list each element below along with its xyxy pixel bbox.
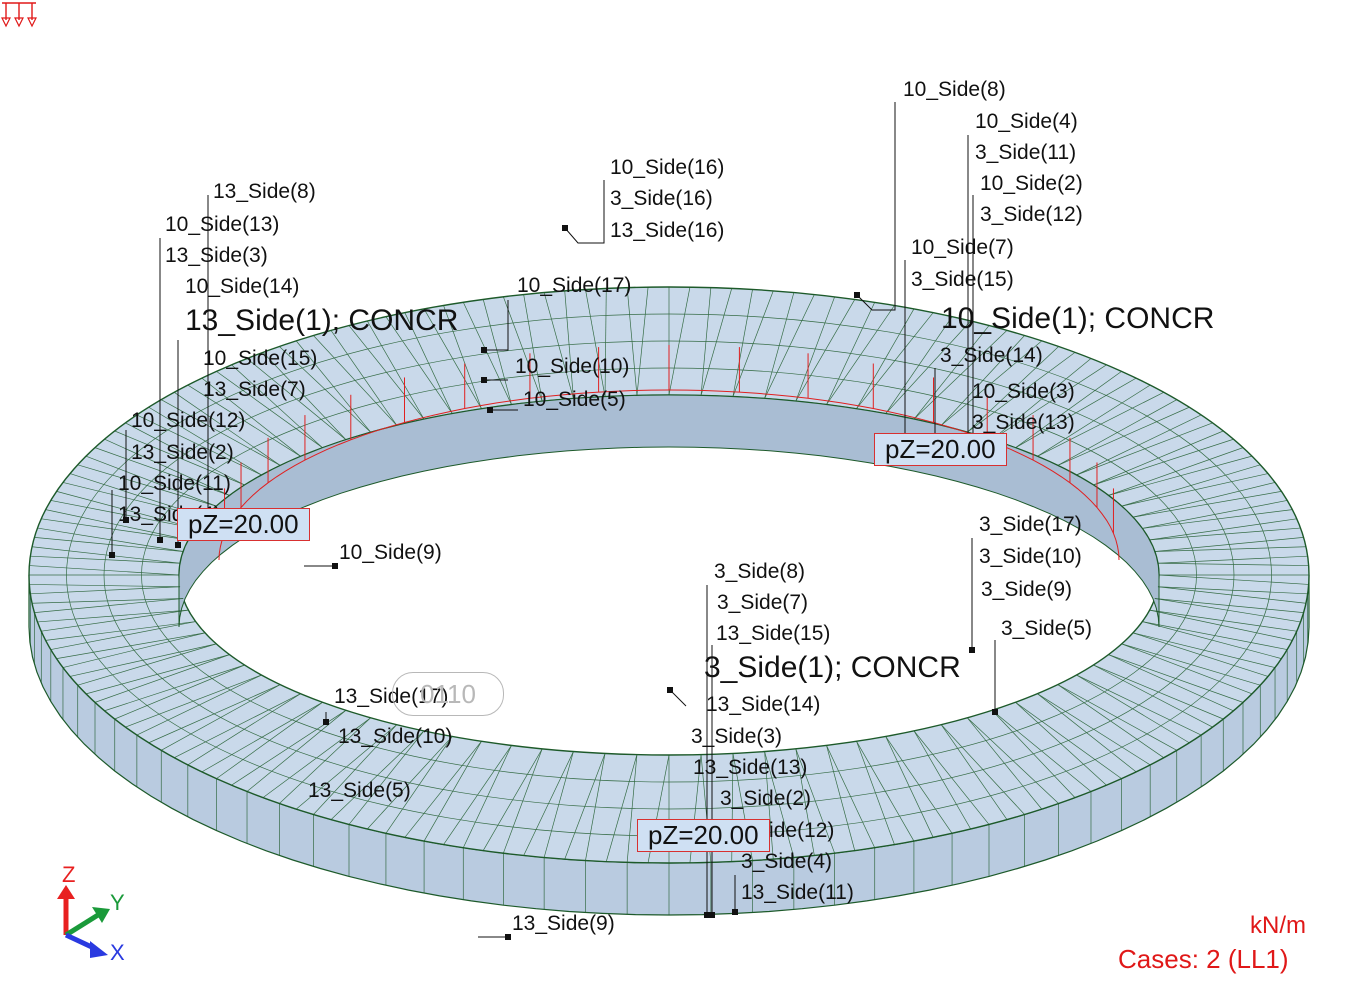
panel-label-3-side-12: 3_Side(12) bbox=[980, 203, 1083, 226]
panel-label-13-side-2: 13_Side(2) bbox=[131, 441, 234, 464]
panel-label-13-side-13: 13_Side(13) bbox=[693, 756, 808, 779]
panel-label-10-side-10: 10_Side(10) bbox=[515, 355, 630, 378]
y-axis-line bbox=[64, 912, 100, 938]
panel-label-13-side-5: 13_Side(5) bbox=[308, 779, 411, 802]
panel-label-3-side-15: 3_Side(15) bbox=[911, 268, 1014, 291]
panel-label-13-side-15: 13_Side(15) bbox=[716, 622, 831, 645]
panel-label-13-side-11: 13_Side(11) bbox=[741, 881, 854, 904]
panel-label-13-side-17: 13_Side(17) bbox=[334, 685, 449, 708]
panel-label-10-side-8: 10_Side(8) bbox=[903, 78, 1006, 101]
panel-label-10-side-11: 10_Side(11) bbox=[118, 472, 231, 495]
panel-label-10-side-5: 10_Side(5) bbox=[523, 388, 626, 411]
panel-label-3-side-4: 3_Side(4) bbox=[741, 850, 833, 873]
panel-label-3-side-9: 3_Side(9) bbox=[981, 578, 1073, 601]
panel-label-10-side-3: 10_Side(3) bbox=[972, 380, 1075, 403]
panel-label-3-side-16: 3_Side(16) bbox=[610, 187, 713, 210]
panel-label-10-side-2: 10_Side(2) bbox=[980, 172, 1083, 195]
panel-label-13-side-14: 13_Side(14) bbox=[706, 693, 821, 716]
panel-label-10-side-14: 10_Side(14) bbox=[185, 275, 300, 298]
z-axis-label: Z bbox=[62, 862, 76, 887]
panel-label-10-side-1-concr: 10_Side(1); CONCR bbox=[941, 302, 1215, 335]
panel-label-3-side-13: 3_Side(13) bbox=[972, 411, 1075, 434]
panel-label-10-side-12: 10_Side(12) bbox=[131, 409, 246, 432]
y-axis-label: Y bbox=[110, 890, 125, 915]
load-value-tag-right: pZ=20.00 bbox=[874, 433, 1007, 466]
panel-label-3-side-17: 3_Side(17) bbox=[979, 513, 1082, 536]
panel-label-3-side-7: 3_Side(7) bbox=[717, 591, 809, 614]
panel-label-3-side-2: 3_Side(2) bbox=[720, 787, 812, 810]
z-axis-arrow bbox=[57, 885, 75, 899]
load-value-tag-bottom: pZ=20.00 bbox=[637, 819, 770, 852]
fe-mesh bbox=[28, 287, 1309, 915]
panel-label-13-side-16: 13_Side(16) bbox=[610, 219, 725, 242]
panel-label-13-side-10: 13_Side(10) bbox=[338, 725, 453, 748]
panel-label-13-side-8: 13_Side(8) bbox=[213, 180, 316, 203]
panel-label-3-side-5: 3_Side(5) bbox=[1001, 617, 1093, 640]
panel-label-3-side-8: 3_Side(8) bbox=[714, 560, 806, 583]
panel-label-10-side-17: 10_Side(17) bbox=[517, 274, 632, 297]
panel-label-3-side-14: 3_Side(14) bbox=[940, 344, 1043, 367]
panel-label-10-side-7: 10_Side(7) bbox=[911, 236, 1014, 259]
panel-label-10-side-16: 10_Side(16) bbox=[610, 156, 725, 179]
panel-label-10-side-4: 10_Side(4) bbox=[975, 110, 1078, 133]
ghost-id-badge: 0110 bbox=[392, 672, 504, 716]
panel-label-13-side-1-concr: 13_Side(1); CONCR bbox=[185, 304, 459, 337]
panel-label-13-side-9: 13_Side(9) bbox=[512, 912, 615, 935]
x-axis-label: X bbox=[110, 940, 125, 965]
load-unit-label: kN/m bbox=[1250, 912, 1306, 939]
load-value-tag-left: pZ=20.00 bbox=[177, 508, 310, 541]
panel-label-3-side-3: 3_Side(3) bbox=[691, 725, 783, 748]
panel-label-13-side-7: 13_Side(7) bbox=[203, 378, 306, 401]
x-axis-arrow bbox=[90, 941, 108, 958]
panel-label-10-side-13: 10_Side(13) bbox=[165, 213, 280, 236]
panel-label-13-side-3: 13_Side(3) bbox=[165, 244, 268, 267]
panel-label-10-side-9: 10_Side(9) bbox=[339, 541, 442, 564]
panel-label-3-side-1-concr: 3_Side(1); CONCR bbox=[704, 651, 961, 684]
panel-label-3-side-11: 3_Side(11) bbox=[975, 141, 1077, 164]
axis-triad bbox=[57, 885, 110, 958]
panel-label-10-side-15: 10_Side(15) bbox=[203, 347, 318, 370]
linear-load-icon bbox=[1, 2, 37, 28]
y-axis-arrow bbox=[92, 907, 110, 923]
load-cases-label: Cases: 2 (LL1) bbox=[1118, 944, 1289, 974]
line-load-diagram bbox=[218, 345, 1120, 561]
panel-label-3-side-10: 3_Side(10) bbox=[979, 545, 1082, 568]
